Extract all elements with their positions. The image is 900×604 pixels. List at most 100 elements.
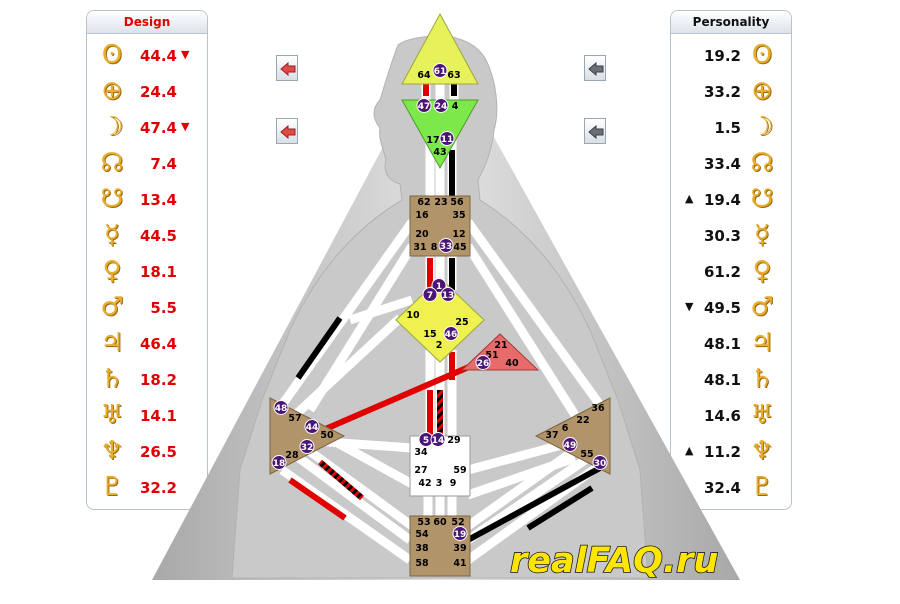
gate-sacral: 5 [423,436,429,446]
personality-value: 30.3 [703,227,741,245]
gate-spleen: 48 [275,404,288,414]
personality-panel-title: Personality [671,11,791,34]
gate-ajna: 17 [426,135,439,146]
design-value: 26.5 [139,443,177,461]
personality-back-button-2[interactable] [584,118,606,144]
solar-plexus-center [534,397,611,475]
left-arrow-icon [280,125,296,139]
gate-sacral: 27 [414,465,427,476]
gate-sacral: 29 [447,435,460,446]
gate-spleen: 50 [320,430,334,441]
gate-throat: 31 [413,242,426,253]
north-node-icon: ☊ [100,148,124,178]
south-node-icon: ☋ [750,184,774,214]
design-value: 44.4 [139,47,177,65]
gate-g: 13 [442,291,455,301]
design-row-earth: ⊕24.4 [87,74,207,110]
active-gate-marker [475,355,491,370]
left-arrow-icon [280,62,296,76]
gate-heart: 51 [485,350,498,361]
gate-head: 64 [417,70,431,81]
active-gate-marker [271,455,287,470]
gate-ajna: 11 [441,135,454,145]
personality-row-uranus: ♅14.6 [671,398,791,434]
personality-row-jupiter: ♃48.1 [671,326,791,362]
personality-back-button[interactable] [584,55,606,81]
gate-heart: 26 [477,359,490,369]
gate-g: 10 [406,310,420,321]
design-row-sun: ʘ 44.4 ▼ [87,38,207,74]
active-gate-marker [304,419,320,434]
mercury-icon: ☿ [104,220,120,250]
gate-g: 2 [436,340,443,351]
personality-row-mercury: ☿30.3 [671,218,791,254]
design-back-button[interactable] [276,55,298,81]
design-value: 46.4 [139,335,177,353]
jupiter-icon: ♃ [100,328,124,358]
active-gate-marker [440,287,456,302]
sun-icon: ʘ [751,40,773,70]
gate-head: 61 [434,67,447,77]
gate-root: 52 [451,517,464,528]
active-gate-marker [452,526,468,541]
personality-value: 1.5 [714,119,741,137]
gate-solar: 37 [545,430,558,441]
active-gate-marker [439,131,455,146]
design-panel: Design ʘ 44.4 ▼ ⊕24.4☽ 47.4 ▼ ☊7.4☋13.4☿ 44.5 ♀1… [86,10,208,510]
design-row-pluto: ♇32.2 [87,470,207,506]
design-back-button-2[interactable] [276,118,298,144]
gate-spleen: 57 [288,413,301,424]
personality-row-south-node: ☋19.4▲ [671,182,791,218]
neptune-icon: ♆ [750,436,774,466]
mars-icon: ♂ [750,292,774,322]
gate-solar: 49 [564,441,577,451]
design-value: 44.5 [139,227,177,245]
design-row-venus: ♀18.1 [87,254,207,290]
gate-root: 58 [415,558,429,569]
earth-icon: ⊕ [751,76,773,106]
personality-value: 61.2 [703,263,741,281]
earth-icon: ⊕ [101,76,123,106]
design-value: 47.4 [139,119,177,137]
gate-g: 15 [423,329,436,340]
gate-root: 19 [454,530,467,540]
saturn-icon: ♄ [750,364,774,394]
design-value: 13.4 [139,191,177,209]
detriment-arrow-icon: ▼ [685,300,694,313]
gate-spleen: 18 [273,459,286,469]
personality-value: 19.2 [703,47,741,65]
design-value: 18.2 [139,371,177,389]
jupiter-icon: ♃ [750,328,774,358]
gate-spleen: 28 [285,450,299,461]
design-row-south-node: ☋13.4 [87,182,207,218]
neptune-icon: ♆ [100,436,124,466]
active-gate-marker [592,455,608,470]
design-value: 18.1 [139,263,177,281]
detriment-arrow-icon: ▼ [181,48,190,61]
design-panel-title: Design [87,11,207,34]
gate-root: 38 [415,543,429,554]
gate-g: 46 [445,330,458,340]
gate-throat: 45 [453,242,466,253]
mars-icon: ♂ [100,292,124,322]
active-gate-marker [299,439,315,454]
gate-throat: 62 [417,197,430,208]
active-gate-marker [562,437,578,452]
moon-icon: ☽ [100,112,124,142]
left-arrow-icon [588,125,604,139]
gate-heart: 21 [494,340,507,351]
gate-root: 39 [453,543,466,554]
personality-value: 19.4 [703,191,741,209]
gate-ajna: 4 [452,101,459,112]
gate-sacral: 34 [414,447,428,458]
personality-row-moon: ☽1.5 [671,110,791,146]
detriment-arrow-icon: ▼ [181,120,190,133]
saturn-icon: ♄ [100,364,124,394]
sun-icon: ʘ [101,40,123,70]
gate-throat: 16 [415,210,429,221]
gate-g: 1 [436,282,442,292]
design-row-north-node: ☊7.4 [87,146,207,182]
gate-solar: 55 [580,449,593,460]
active-gate-marker [431,278,447,293]
